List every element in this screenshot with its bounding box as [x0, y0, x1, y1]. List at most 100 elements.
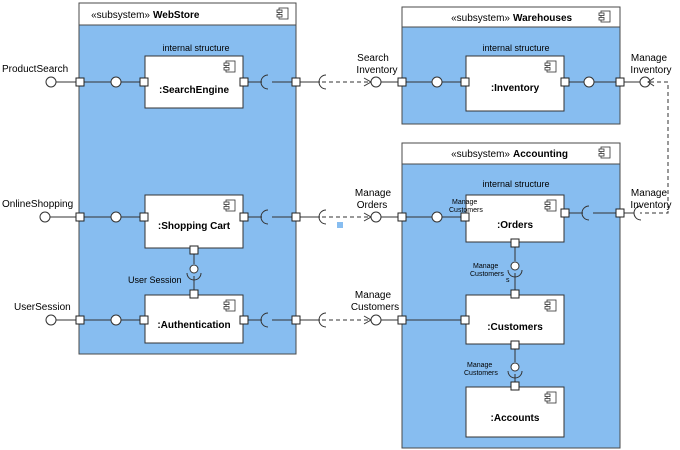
provided-interface-icon — [45, 76, 57, 88]
manage-orders-label-line1: Manage — [355, 188, 392, 199]
port[interactable] — [75, 77, 85, 87]
shopping-cart-label: :Shopping Cart — [158, 221, 231, 232]
provided-interface-icon — [510, 261, 520, 271]
component-icon — [544, 391, 557, 404]
ports — [75, 77, 625, 391]
component-icon — [223, 199, 236, 212]
manage-customers-cust-label-line2: Customers — [470, 271, 504, 278]
search-engine-label: :SearchEngine — [159, 85, 229, 96]
authentication-label: :Authentication — [157, 320, 230, 331]
component-icon — [223, 60, 236, 73]
provided-interface-icon — [110, 211, 122, 223]
provided-interface-icon — [189, 264, 199, 274]
manage-orders-label-line2: Orders — [357, 200, 388, 211]
port[interactable] — [460, 212, 470, 222]
manage-inventory-top-label-line2: Inventory — [630, 65, 671, 76]
port[interactable] — [510, 289, 520, 299]
port[interactable] — [510, 340, 520, 350]
port[interactable] — [510, 238, 520, 248]
provided-interface-icon — [370, 314, 382, 326]
component-icon — [544, 299, 557, 312]
manage-customers-orders-label-line1: Manage — [452, 199, 477, 206]
selection-handle[interactable] — [337, 222, 343, 228]
port[interactable] — [615, 208, 625, 218]
manage-customers-acc-label-line2: Customers — [464, 370, 498, 377]
webstore-stereotype: «subsystem» — [91, 10, 150, 21]
search-inventory-label-line2: Inventory — [356, 65, 397, 76]
connector-manage-inventory — [569, 81, 669, 221]
port[interactable] — [291, 77, 301, 87]
port[interactable] — [189, 245, 199, 255]
port[interactable] — [139, 315, 149, 325]
provided-interface-icon — [510, 362, 520, 372]
accounts-label: :Accounts — [491, 413, 540, 424]
component-search-engine[interactable]: :SearchEngine — [144, 55, 244, 109]
component-customers[interactable]: :Customers — [465, 294, 565, 345]
provided-interface-icon — [370, 211, 382, 223]
port[interactable] — [139, 77, 149, 87]
provided-interface-icon — [583, 76, 595, 88]
connector-user-session — [45, 312, 461, 328]
search-inventory-label-line1: Search — [357, 53, 389, 64]
required-interface-icon — [318, 312, 327, 328]
required-interface-icon — [581, 205, 590, 221]
provided-interface-icon — [110, 314, 122, 326]
port[interactable] — [75, 315, 85, 325]
component-icon — [544, 199, 557, 212]
port[interactable] — [397, 212, 407, 222]
manage-inventory-mid-label-line1: Manage — [631, 188, 668, 199]
manage-customers-label-line1: Manage — [355, 290, 392, 301]
port[interactable] — [75, 212, 85, 222]
port[interactable] — [139, 212, 149, 222]
port[interactable] — [291, 315, 301, 325]
warehouses-stereotype: «subsystem» — [451, 13, 510, 24]
provided-interface-icon — [370, 76, 382, 88]
port[interactable] — [189, 289, 199, 299]
webstore-title: WebStore — [153, 10, 200, 21]
required-interface-icon — [260, 209, 269, 225]
port[interactable] — [560, 208, 570, 218]
required-interface-icon — [260, 74, 269, 90]
customers-label: :Customers — [487, 322, 543, 333]
tiny-label: s — [506, 277, 510, 284]
user-session-label: UserSession — [14, 302, 71, 313]
manage-customers-acc-label-line1: Manage — [467, 362, 492, 369]
warehouses-internal-label: internal structure — [482, 43, 549, 53]
accounting-internal-label: internal structure — [482, 179, 549, 189]
port[interactable] — [615, 77, 625, 87]
user-session-internal-label: User Session — [128, 275, 182, 285]
port[interactable] — [460, 77, 470, 87]
required-interface-icon — [318, 74, 327, 90]
component-accounts[interactable]: :Accounts — [465, 386, 565, 438]
webstore-internal-label: internal structure — [162, 43, 229, 53]
component-authentication[interactable]: :Authentication — [144, 294, 244, 344]
provided-interface-icon — [110, 76, 122, 88]
manage-inventory-top-label-line1: Manage — [631, 53, 668, 64]
component-icon — [598, 146, 611, 159]
port[interactable] — [239, 315, 249, 325]
component-shopping-cart[interactable]: :Shopping Cart — [144, 194, 244, 249]
connector-user-session-internal — [186, 254, 202, 290]
component-inventory[interactable]: :Inventory — [465, 55, 565, 112]
port[interactable] — [291, 212, 301, 222]
port[interactable] — [460, 315, 470, 325]
manage-customers-orders-label-line2: Customers — [449, 207, 483, 214]
provided-interface-icon — [45, 314, 57, 326]
component-icon — [276, 7, 289, 20]
accounting-stereotype: «subsystem» — [451, 149, 510, 160]
port[interactable] — [510, 381, 520, 391]
port[interactable] — [397, 315, 407, 325]
component-icon — [544, 60, 557, 73]
port[interactable] — [239, 77, 249, 87]
required-interface-icon — [260, 312, 269, 328]
connector-product-search — [45, 74, 655, 90]
provided-interface-icon — [431, 211, 443, 223]
port[interactable] — [239, 212, 249, 222]
provided-interface-icon — [39, 211, 51, 223]
port[interactable] — [560, 77, 570, 87]
product-search-label: ProductSearch — [2, 64, 68, 75]
manage-customers-cust-label-line1: Manage — [473, 263, 498, 270]
port[interactable] — [397, 77, 407, 87]
component-orders[interactable]: :Orders — [465, 194, 565, 243]
